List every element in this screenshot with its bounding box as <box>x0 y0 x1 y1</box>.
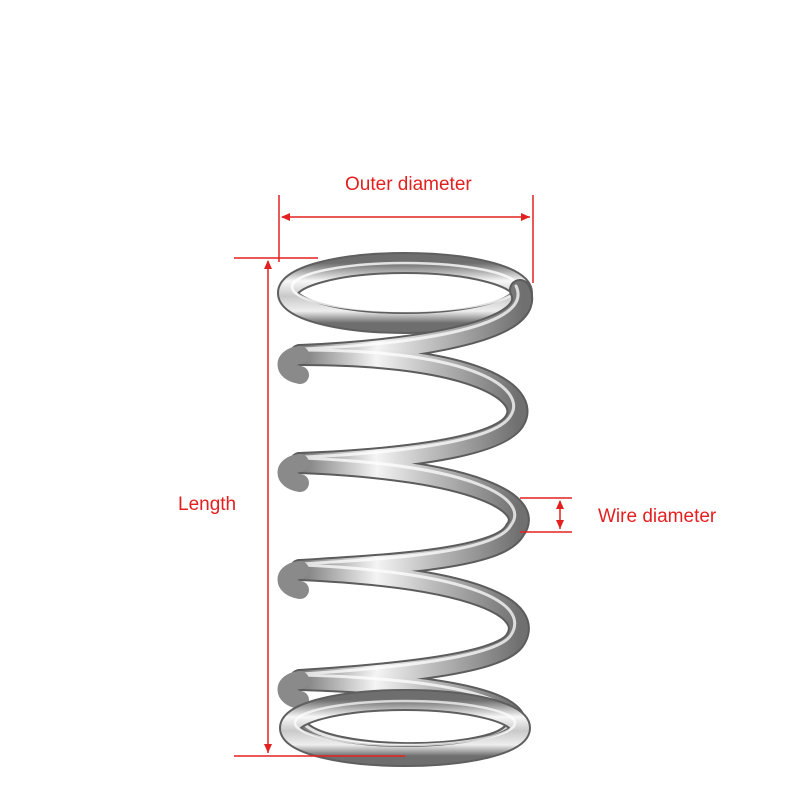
outer-diameter-dimension <box>278 195 534 283</box>
spring-top-ring <box>277 252 533 334</box>
spring-coils <box>277 279 534 765</box>
wire-diameter-label: Wire diameter <box>598 506 717 527</box>
length-dimension <box>234 257 405 757</box>
outer-diameter-label: Outer diameter <box>345 174 472 195</box>
compression-spring-icon <box>277 252 534 767</box>
length-label: Length <box>178 494 237 515</box>
spring-bottom-ring <box>279 689 531 767</box>
wire-diameter-dimension <box>520 497 572 533</box>
